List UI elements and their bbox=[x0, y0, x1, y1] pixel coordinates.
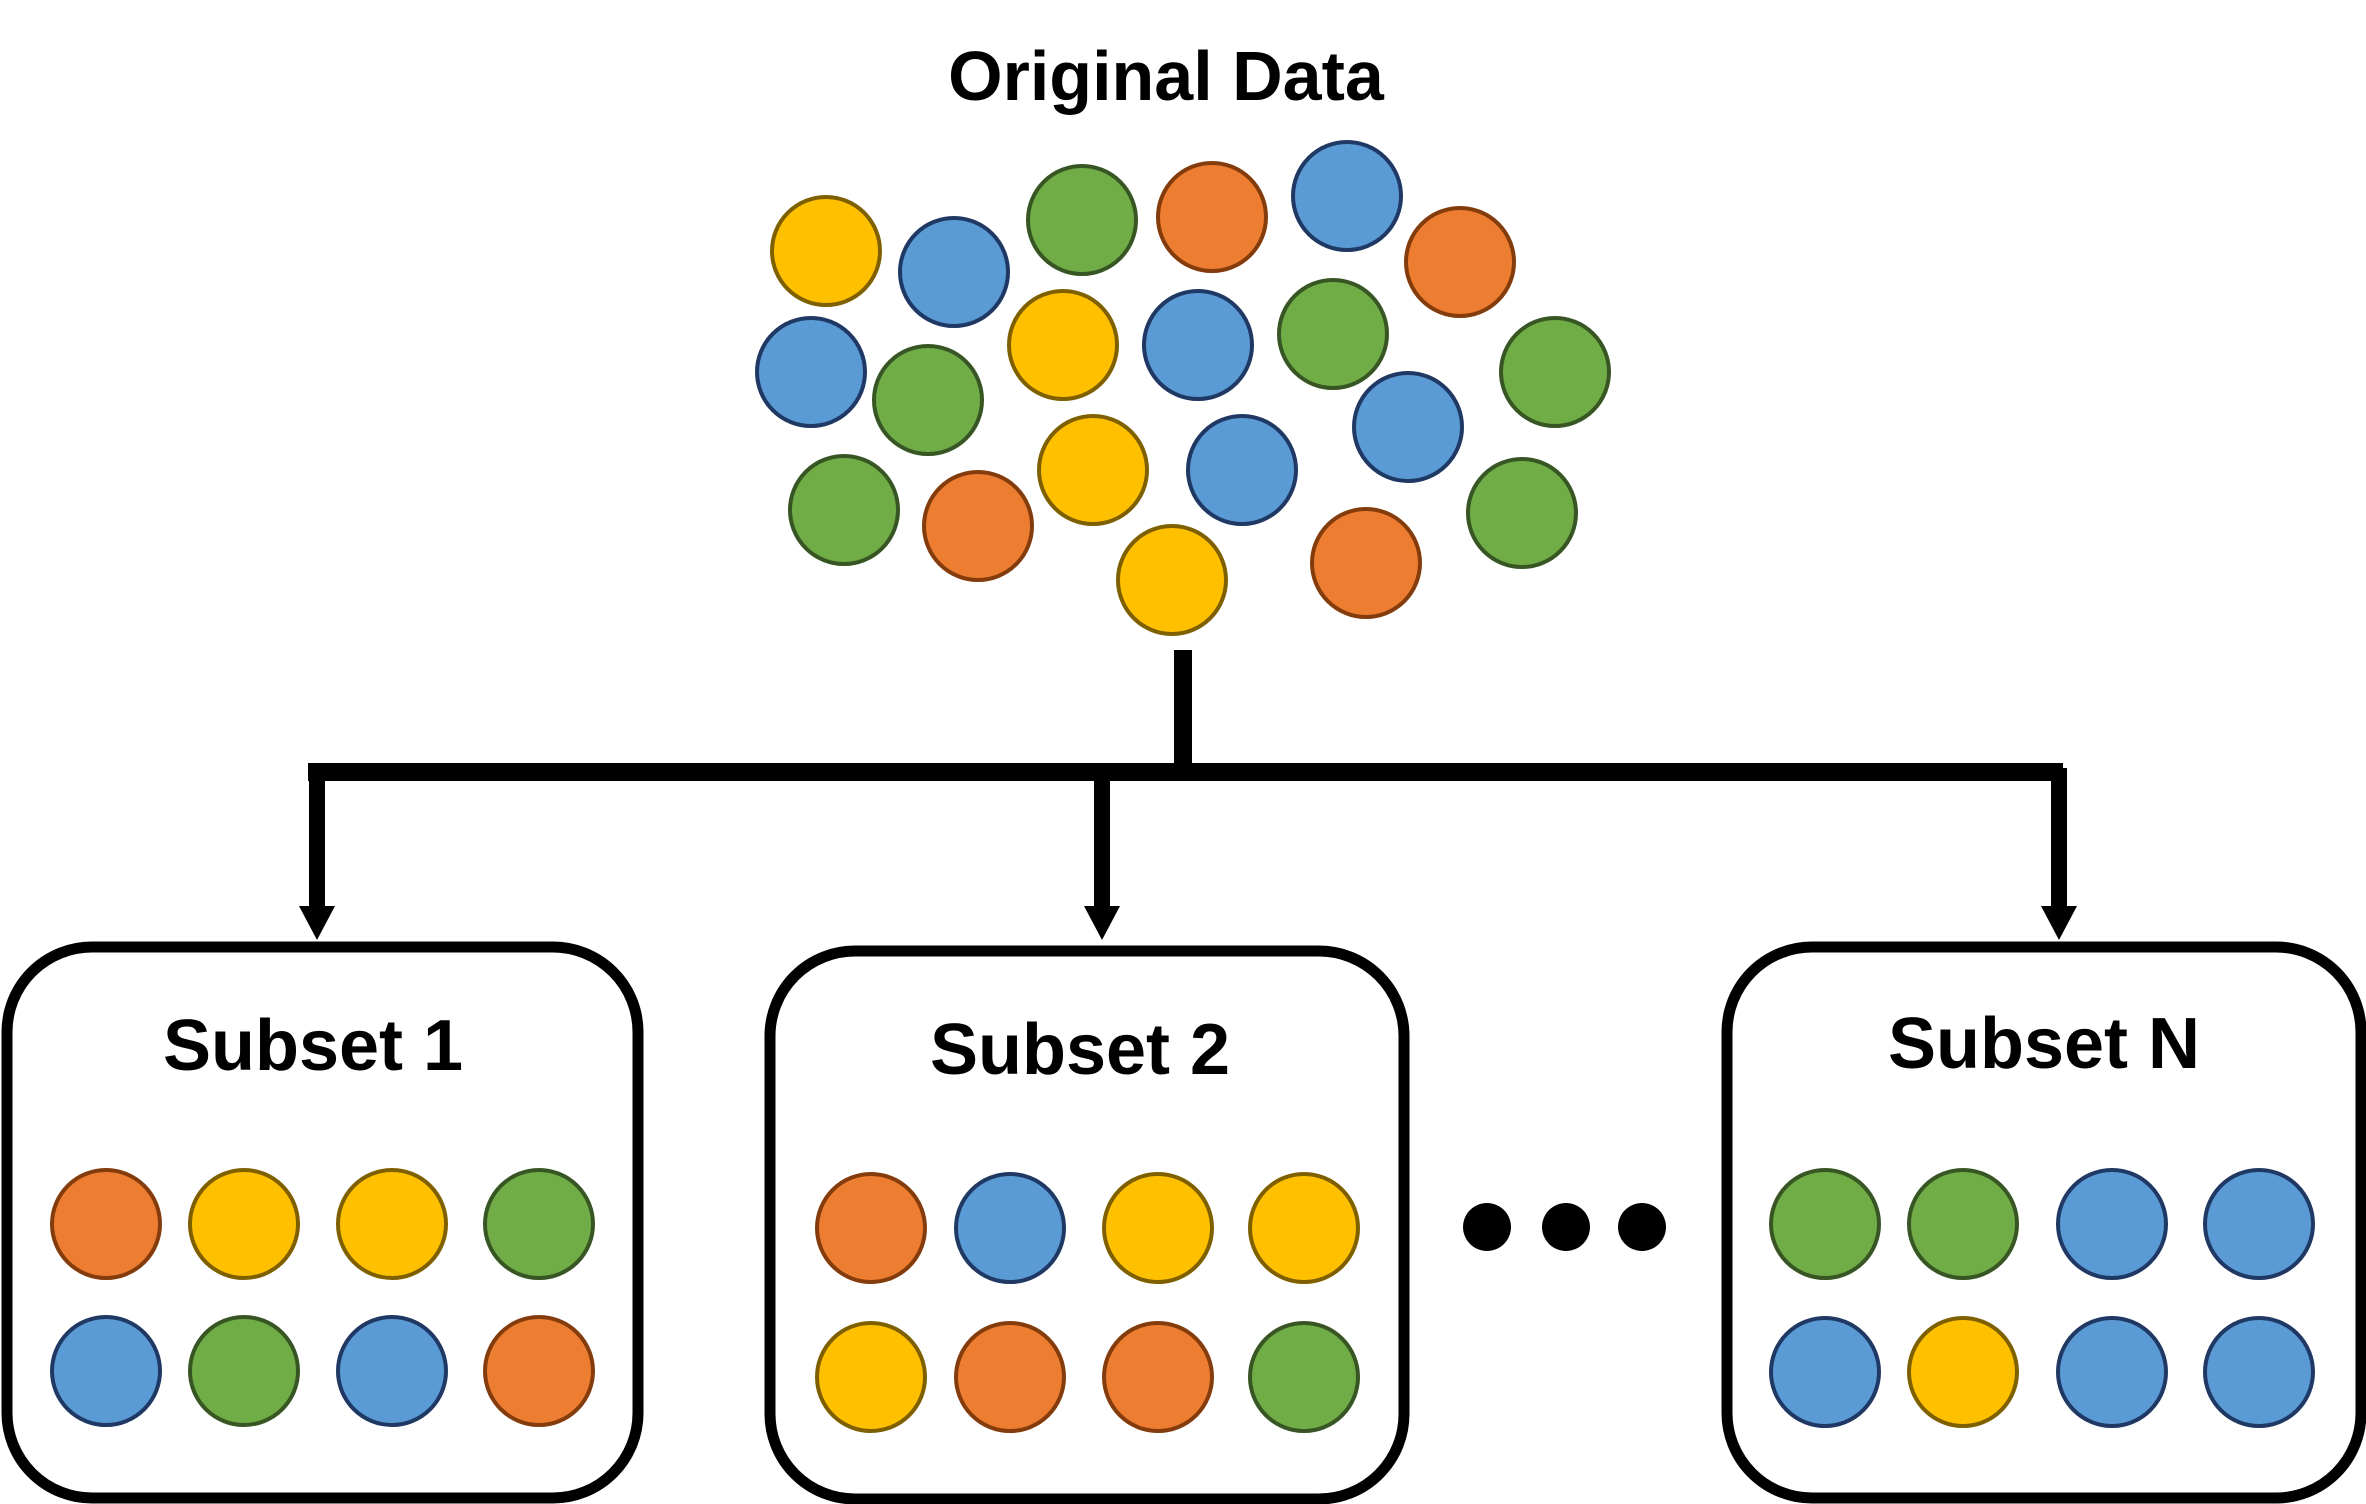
arrow-head-subset-n bbox=[2041, 906, 2077, 940]
subset-label: Subset 1 bbox=[163, 1006, 463, 1086]
subset-box-frame bbox=[1721, 941, 2366, 1504]
subset-points bbox=[1769, 1168, 2315, 1428]
subset-box-2: Subset 2 bbox=[764, 945, 1410, 1504]
data-point bbox=[872, 344, 984, 456]
subset-data-point bbox=[1102, 1172, 1214, 1284]
subset-data-point bbox=[2203, 1168, 2315, 1280]
subset-box-1: Subset 1 bbox=[1, 941, 644, 1504]
subset-data-point bbox=[483, 1315, 595, 1427]
subset-data-point bbox=[1907, 1316, 2019, 1428]
data-point bbox=[1186, 414, 1298, 526]
subset-data-point bbox=[1248, 1172, 1360, 1284]
data-point bbox=[922, 470, 1034, 582]
subset-box-n: Subset N bbox=[1721, 941, 2366, 1504]
subset-data-point bbox=[483, 1168, 595, 1280]
subset-points bbox=[50, 1168, 595, 1427]
subset-data-point bbox=[188, 1315, 300, 1427]
data-point bbox=[770, 195, 882, 307]
subset-data-point bbox=[336, 1315, 448, 1427]
data-point bbox=[1291, 140, 1403, 252]
original-data-cluster bbox=[755, 140, 1611, 636]
subset-box-frame bbox=[764, 945, 1410, 1504]
arrow-head-subset-2 bbox=[1084, 906, 1120, 940]
subset-points bbox=[815, 1172, 1360, 1433]
data-point bbox=[1026, 164, 1138, 276]
subset-data-point bbox=[1248, 1321, 1360, 1433]
data-point bbox=[1037, 414, 1149, 526]
data-point bbox=[788, 454, 900, 566]
ellipsis-dots bbox=[1463, 1203, 1666, 1251]
data-point bbox=[755, 316, 867, 428]
subset-data-point bbox=[954, 1321, 1066, 1433]
subset-label: Subset 2 bbox=[930, 1010, 1230, 1090]
ellipsis-dot bbox=[1463, 1203, 1511, 1251]
subset-box-frame bbox=[1, 941, 644, 1504]
data-point bbox=[898, 216, 1010, 328]
arrow-head-subset-1 bbox=[299, 906, 335, 940]
data-point bbox=[1404, 206, 1516, 318]
data-point bbox=[1142, 289, 1254, 401]
data-point bbox=[1007, 289, 1119, 401]
subset-data-point bbox=[1769, 1168, 1881, 1280]
subset-data-point bbox=[188, 1168, 300, 1280]
subset-data-point bbox=[50, 1168, 162, 1280]
subset-data-point bbox=[815, 1321, 927, 1433]
subset-data-point bbox=[2203, 1316, 2315, 1428]
ellipsis-dot bbox=[1618, 1203, 1666, 1251]
original-data-title: Original Data bbox=[948, 37, 1385, 115]
subset-data-point bbox=[1769, 1316, 1881, 1428]
data-point bbox=[1466, 457, 1578, 569]
subset-data-point bbox=[815, 1172, 927, 1284]
subset-data-point bbox=[1102, 1321, 1214, 1433]
subset-data-point bbox=[2056, 1168, 2168, 1280]
data-point bbox=[1499, 316, 1611, 428]
subset-data-point bbox=[336, 1168, 448, 1280]
data-point bbox=[1116, 524, 1228, 636]
subset-data-point bbox=[50, 1315, 162, 1427]
data-point bbox=[1310, 507, 1422, 619]
subset-data-point bbox=[954, 1172, 1066, 1284]
split-connectors bbox=[299, 650, 2077, 940]
data-point bbox=[1156, 161, 1268, 273]
ellipsis-dot bbox=[1542, 1203, 1590, 1251]
subset-data-point bbox=[2056, 1316, 2168, 1428]
subset-label: Subset N bbox=[1888, 1004, 2200, 1084]
data-point bbox=[1277, 278, 1389, 390]
subset-data-point bbox=[1907, 1168, 2019, 1280]
data-point bbox=[1352, 371, 1464, 483]
